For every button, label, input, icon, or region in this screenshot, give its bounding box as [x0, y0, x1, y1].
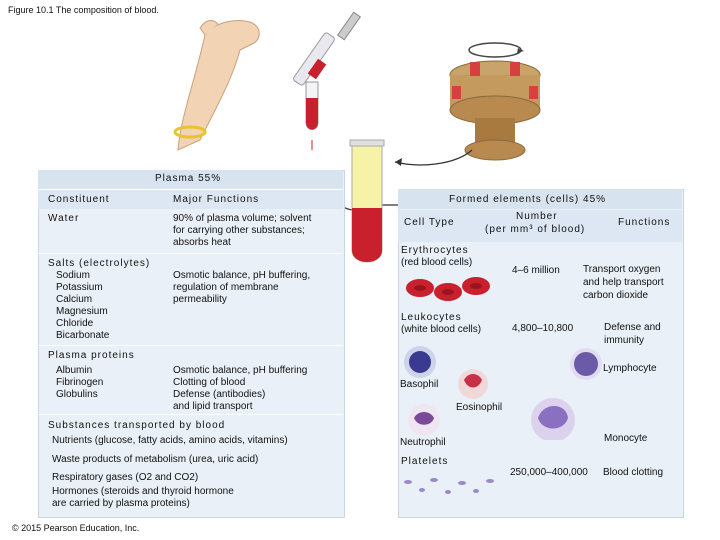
- salt-item: Potassium: [56, 282, 103, 293]
- lymphocyte-label: Lymphocyte: [603, 363, 657, 374]
- substances-label: Substances transported by blood: [48, 420, 226, 431]
- proteins-function-3: Defense (antibodies): [173, 389, 266, 400]
- leukocytes-label: Leukocytes: [401, 312, 462, 323]
- small-tube-illustration: [305, 81, 319, 150]
- water-function-1: 90% of plasma volume; solvent: [173, 213, 312, 224]
- test-tube-illustration: [349, 139, 385, 263]
- substance-waste: Waste products of metabolism (urea, uric…: [52, 454, 259, 465]
- substance-respiratory: Respiratory gases (O2 and CO2): [52, 472, 199, 483]
- centrifuge-illustration: [449, 42, 541, 161]
- salts-function-3: permeability: [173, 294, 227, 305]
- eosinophil-label: Eosinophil: [456, 402, 503, 413]
- platelets-label: Platelets: [401, 456, 449, 467]
- col-number-1: Number: [516, 211, 558, 222]
- plasma-header: [38, 170, 343, 190]
- red-blood-cells-image: [406, 277, 490, 301]
- salt-item: Chloride: [56, 318, 94, 329]
- col-constituent: Constituent: [48, 194, 110, 205]
- protein-item: Fibrinogen: [56, 377, 104, 388]
- formed-elements-header: [398, 189, 682, 209]
- proteins-function-1: Osmotic balance, pH buffering: [173, 365, 308, 376]
- formed-elements-panel: [398, 189, 684, 518]
- proteins-function-4: and lipid transport: [173, 401, 253, 412]
- leukocytes-number: 4,800–10,800: [512, 323, 574, 334]
- water-function-3: absorbs heat: [173, 237, 231, 248]
- formed-elements-title: Formed elements (cells) 45%: [449, 194, 607, 205]
- erythrocytes-function-1: Transport oxygen: [583, 264, 661, 275]
- figure-title: Figure 10.1 The composition of blood.: [8, 5, 159, 15]
- formed-elements-column-header: [398, 210, 682, 242]
- leukocytes-function-2: immunity: [604, 335, 645, 346]
- salt-item: Bicarbonate: [56, 330, 110, 341]
- erythrocytes-function-2: and help transport: [583, 277, 664, 288]
- neutrophil-label: Neutrophil: [400, 437, 446, 448]
- salt-item: Calcium: [56, 294, 93, 305]
- water-function-2: for carrying other substances;: [173, 225, 305, 236]
- plasma-title: Plasma 55%: [155, 173, 222, 184]
- salt-item: Magnesium: [56, 306, 108, 317]
- water-label: Water: [48, 213, 80, 224]
- substance-hormones-2: are carried by plasma proteins): [52, 498, 190, 509]
- white-blood-cells-image: [404, 346, 602, 440]
- col-number-2: (per mm³ of blood): [485, 224, 586, 235]
- salt-item: Sodium: [56, 270, 90, 281]
- substance-nutrients: Nutrients (glucose, fatty acids, amino a…: [52, 435, 288, 446]
- leukocytes-function-1: Defense and: [604, 322, 661, 333]
- arm-illustration: [173, 20, 260, 151]
- salts-function-2: regulation of membrane: [173, 282, 279, 293]
- platelets-function: Blood clotting: [603, 467, 664, 478]
- col-functions: Functions: [618, 217, 671, 228]
- proteins-label: Plasma proteins: [48, 350, 135, 361]
- erythrocytes-number: 4–6 million: [512, 265, 560, 276]
- erythrocytes-label: Erythrocytes: [401, 245, 469, 256]
- salts-label: Salts (electrolytes): [48, 258, 151, 269]
- col-cell-type: Cell Type: [404, 217, 455, 228]
- copyright: © 2015 Pearson Education, Inc.: [12, 523, 140, 533]
- erythrocytes-function-3: carbon dioxide: [583, 290, 649, 301]
- leukocytes-sub: (white blood cells): [401, 324, 482, 335]
- substance-hormones-1: Hormones (steroids and thyroid hormone: [52, 486, 234, 497]
- protein-item: Albumin: [56, 365, 93, 376]
- proteins-function-2: Clotting of blood: [173, 377, 246, 388]
- syringe-illustration: [293, 11, 362, 86]
- salts-function-1: Osmotic balance, pH buffering,: [173, 270, 311, 281]
- platelets-image: [404, 478, 494, 494]
- platelets-number: 250,000–400,000: [510, 467, 588, 478]
- monocyte-label: Monocyte: [604, 433, 648, 444]
- plasma-panel: [38, 170, 345, 518]
- arrow-centrifuge-to-tube: [394, 149, 473, 166]
- protein-item: Globulins: [56, 389, 98, 400]
- erythrocytes-sub: (red blood cells): [401, 257, 473, 268]
- plasma-column-header: [38, 190, 343, 209]
- col-major-functions: Major Functions: [173, 194, 260, 205]
- basophil-label: Basophil: [400, 379, 439, 390]
